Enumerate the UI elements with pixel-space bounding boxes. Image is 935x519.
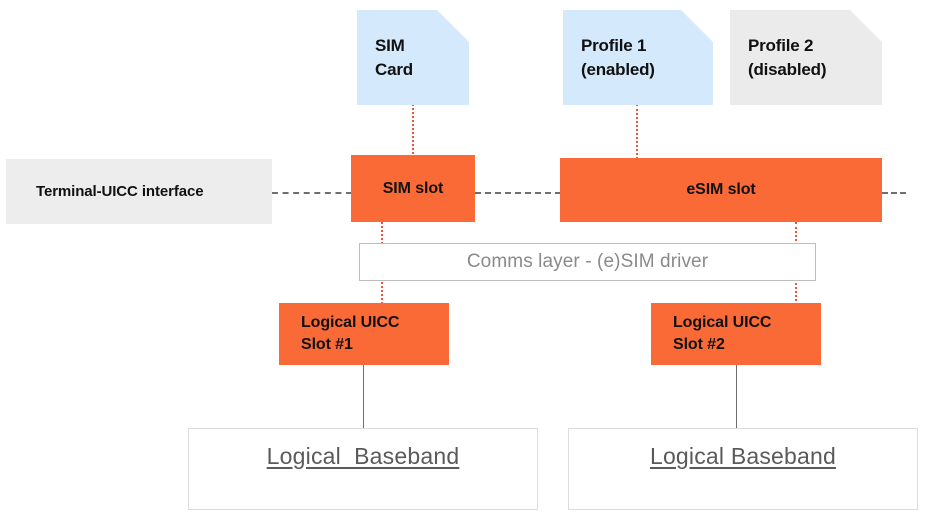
sim-card-label: SIM Card [375, 36, 413, 79]
profile-2-box[interactable]: Profile 2 (disabled) [730, 10, 882, 105]
connector-logical-uicc-2-to-baseband-2 [736, 365, 737, 428]
profile-2-label: Profile 2 (disabled) [748, 36, 827, 79]
logical-uicc-slot-2-label: Logical UICC Slot #2 [673, 314, 772, 353]
esim-slot-box[interactable]: eSIM slot [560, 158, 882, 222]
sim-card-box[interactable]: SIM Card [357, 10, 469, 105]
logical-baseband-2-box[interactable]: Logical Baseband [568, 428, 918, 510]
connector-profile1-to-esim-slot [636, 104, 638, 159]
terminal-uicc-interface-label: Terminal-UICC interface [36, 183, 204, 200]
esim-slot-label: eSIM slot [686, 181, 756, 199]
connector-interface-to-sim-slot [272, 192, 352, 194]
sim-slot-box[interactable]: SIM slot [351, 155, 475, 222]
connector-sim-card-to-sim-slot [412, 104, 414, 158]
terminal-uicc-interface-box[interactable]: Terminal-UICC interface [6, 159, 272, 224]
connector-esim-slot-to-edge [882, 192, 906, 194]
profile-1-box[interactable]: Profile 1 (enabled) [563, 10, 713, 105]
logical-uicc-slot-1-label: Logical UICC Slot #1 [301, 314, 400, 353]
sim-slot-label: SIM slot [382, 179, 444, 197]
logical-baseband-1-box[interactable]: Logical Baseband [188, 428, 538, 510]
comms-layer-label: Comms layer - (e)SIM driver [466, 251, 709, 272]
logical-baseband-2-label: Logical Baseband [649, 443, 837, 469]
connector-sim-slot-to-esim-slot [475, 192, 561, 194]
comms-layer-box[interactable]: Comms layer - (e)SIM driver [359, 243, 816, 281]
connector-logical-uicc-1-to-baseband-1 [363, 365, 364, 428]
profile-1-label: Profile 1 (enabled) [581, 36, 655, 79]
logical-uicc-slot-1-box[interactable]: Logical UICC Slot #1 [279, 303, 449, 365]
logical-uicc-slot-2-box[interactable]: Logical UICC Slot #2 [651, 303, 821, 365]
logical-baseband-1-label: Logical Baseband [266, 443, 460, 469]
